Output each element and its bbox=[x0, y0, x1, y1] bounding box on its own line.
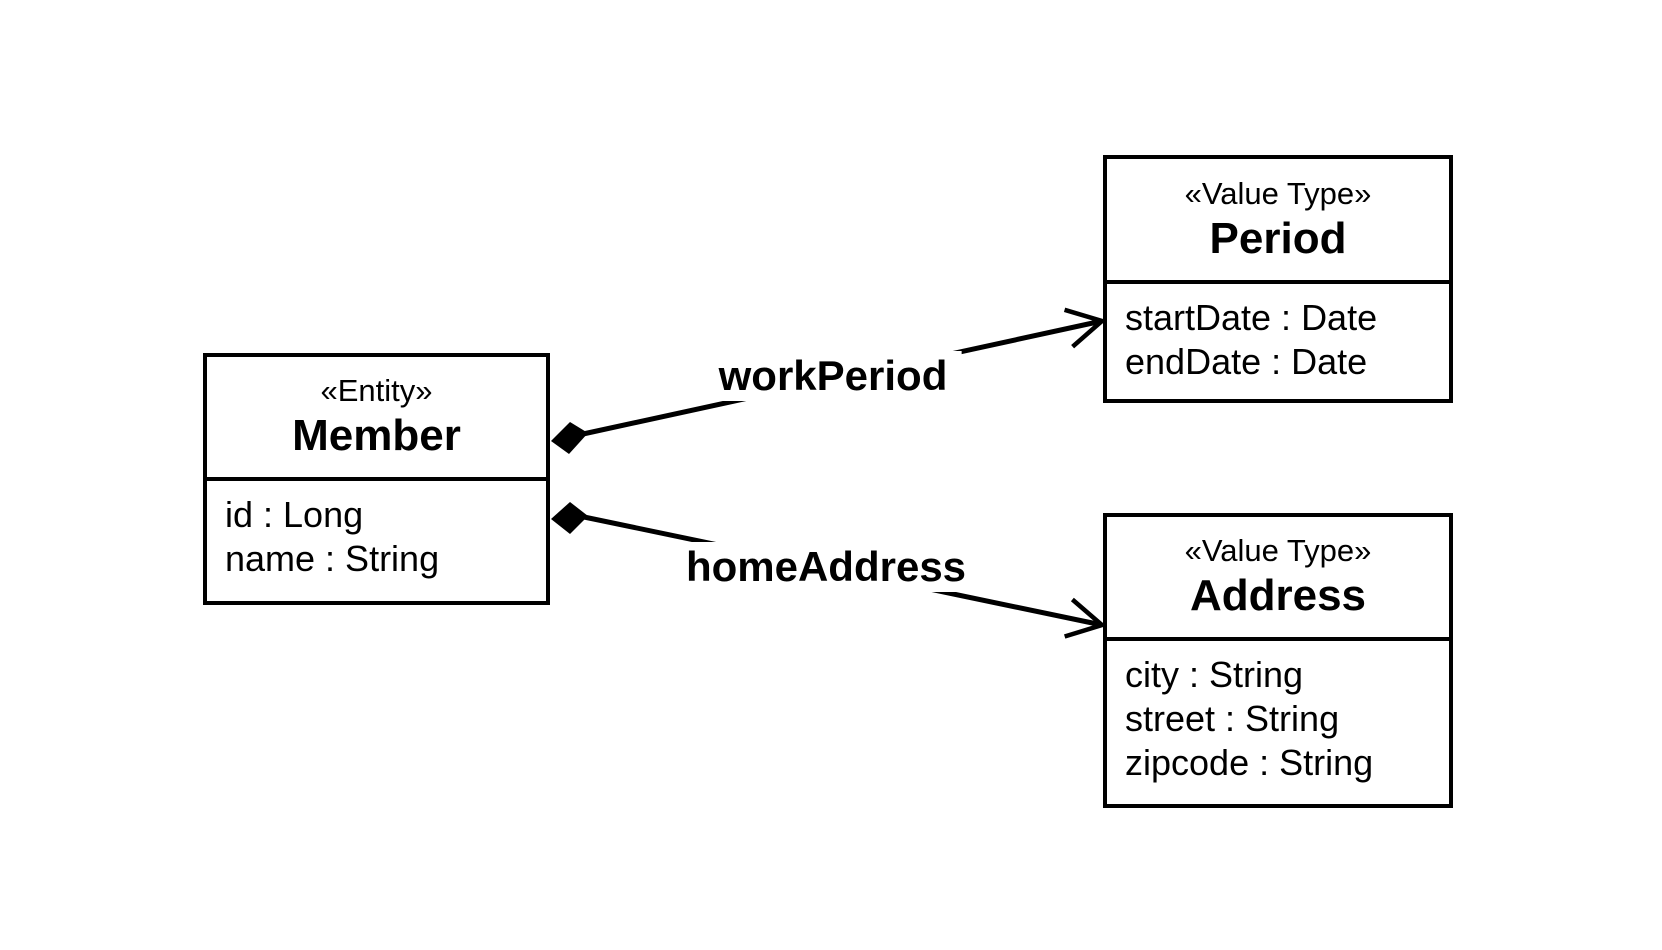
class-box-address: «Value Type» Address city : String stree… bbox=[1103, 513, 1453, 808]
relationship-label-workperiod: workPeriod bbox=[704, 351, 962, 401]
class-attribute: startDate : Date bbox=[1125, 297, 1378, 338]
class-attributes-member: id : Long name : String bbox=[207, 481, 546, 581]
class-header-member: «Entity» Member bbox=[207, 357, 546, 481]
class-stereotype: «Value Type» bbox=[1184, 175, 1372, 211]
class-stereotype: «Value Type» bbox=[1184, 533, 1372, 568]
class-header-address: «Value Type» Address bbox=[1107, 517, 1449, 641]
class-stereotype: «Entity» bbox=[320, 373, 433, 408]
composition-diamond-workperiod bbox=[551, 422, 588, 454]
class-attribute: city : String bbox=[1125, 654, 1304, 695]
class-box-period: «Value Type» Period startDate : Date end… bbox=[1103, 155, 1453, 403]
class-attributes-period: startDate : Date endDate : Date bbox=[1107, 284, 1449, 384]
composition-diamond-homeaddress bbox=[551, 502, 588, 534]
class-header-period: «Value Type» Period bbox=[1107, 159, 1449, 284]
class-name: Member bbox=[292, 411, 461, 460]
class-attribute: street : String bbox=[1125, 698, 1340, 739]
class-attributes-address: city : String street : String zipcode : … bbox=[1107, 641, 1449, 785]
class-name: Period bbox=[1209, 213, 1347, 263]
class-attribute: endDate : Date bbox=[1125, 341, 1368, 382]
class-attribute: name : String bbox=[225, 538, 440, 579]
class-box-member: «Entity» Member id : Long name : String bbox=[203, 353, 550, 605]
class-name: Address bbox=[1189, 571, 1367, 620]
class-attribute: zipcode : String bbox=[1125, 742, 1374, 783]
class-attribute: id : Long bbox=[225, 494, 364, 535]
relationship-label-homeaddress: homeAddress bbox=[671, 542, 981, 592]
